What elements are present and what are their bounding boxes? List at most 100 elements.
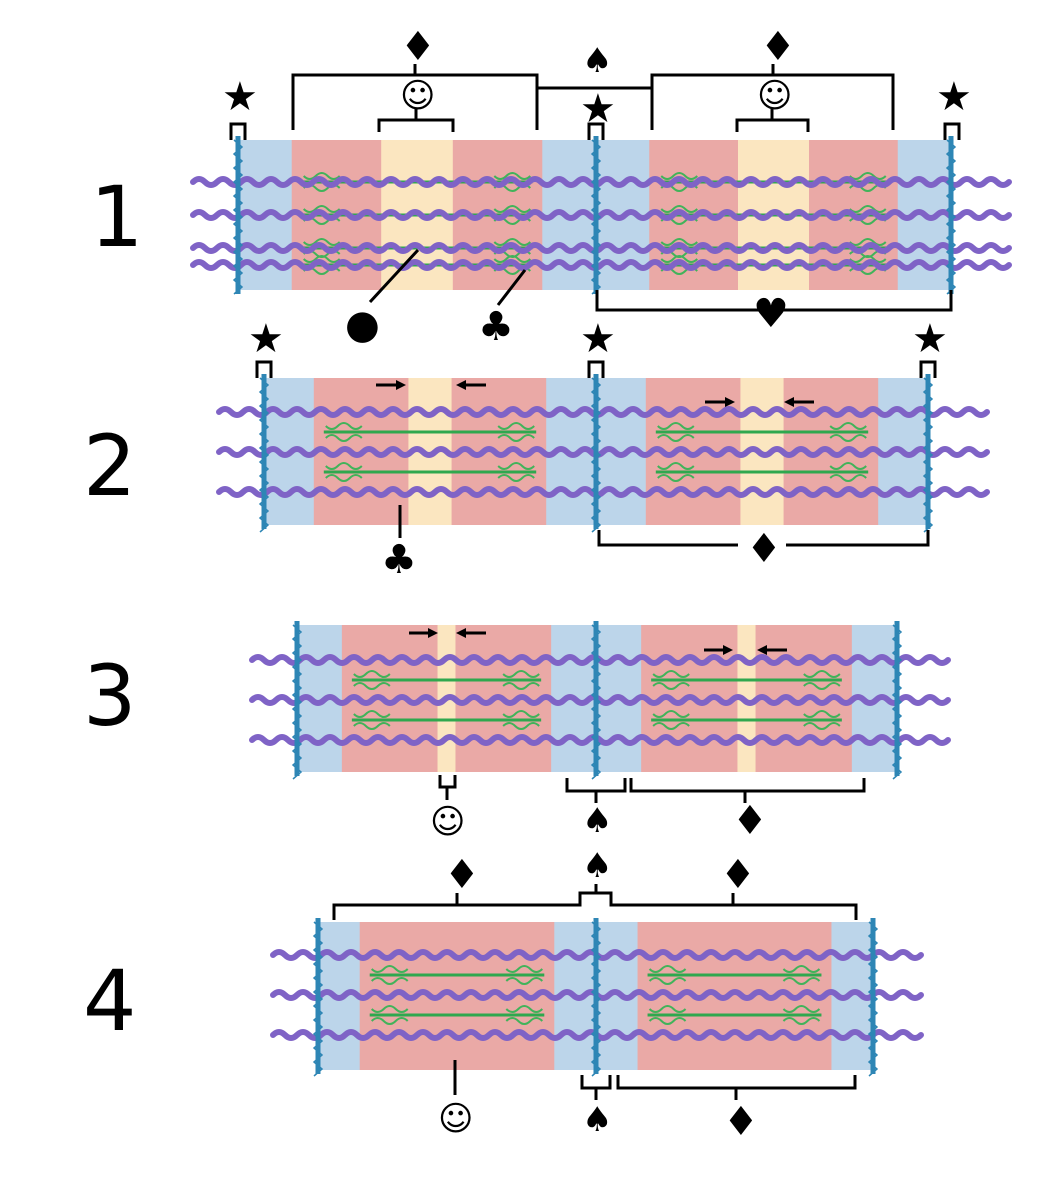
diamond-icon: ♦ [746,526,782,572]
z-disc-icon [945,139,957,295]
myosin-heads [497,422,535,442]
diamond-icon: ♦ [720,852,756,898]
smiley-icon: ☺ [400,76,435,116]
actin-filament [190,176,1012,188]
actin-filament [216,486,990,498]
row-2: 2 ★ ★ ★ ♣ ♦ [83,316,990,583]
a-band-bracket [616,1075,857,1090]
myosin-heads [652,710,690,730]
myosin-heads [657,422,695,442]
stage-number-3: 3 [83,647,136,745]
dot-pointer [368,248,420,304]
z-bracket [255,360,273,378]
sarcomere-pair-1 [190,136,1012,295]
row-4: 4 ♦ ♦ ♠ ☺ ♠ ♦ [83,846,924,1145]
myosin-heads [502,710,540,730]
myosin-heads [803,670,841,690]
smiley-icon: ☺ [757,76,792,116]
actin-filament [190,209,1012,221]
actin-filament [249,734,951,746]
z-bracket [943,122,961,140]
spade-icon: ♠ [582,41,612,81]
diamond-icon: ♦ [732,798,768,844]
h-zone-bracket [438,775,457,789]
contraction-arrow-icon [376,380,814,407]
z-bracket [587,122,605,140]
sarcomere-bracket [595,290,953,312]
z-disc-icon [312,921,324,1077]
z-disc-icon [867,921,879,1077]
label-gap [738,532,786,558]
star-icon: ★ [222,74,258,120]
z-bracket [229,122,247,140]
stage-number-4: 4 [83,952,136,1050]
myosin-heads [648,1005,687,1025]
row-1-labels: ♦ ♦ ♠ ☺ ☺ ★ ★ ★ ♥ ● ♣ [222,24,972,350]
myosin-heads [648,965,687,985]
myosin-heads [505,1005,544,1025]
myosin-heads [325,422,363,442]
smiley-icon: ☺ [430,802,465,842]
h-zone-bracket-right [735,118,810,132]
club-pointer [496,269,527,306]
z-disc-icon [891,624,903,780]
sarcomere-pair-3 [249,621,951,780]
myosin-heads [497,462,535,482]
diamond-icon: ♦ [760,24,796,70]
i-band-bracket [565,778,627,793]
dot-icon: ● [345,302,380,348]
myosin-heads [803,710,841,730]
z-disc-icon [258,377,270,533]
diamond-icon: ♦ [400,24,436,70]
star-icon: ★ [580,316,616,362]
myosin-heads [353,670,391,690]
stage-number-2: 2 [83,417,136,515]
row-1: 1 ♦ ♦ ♠ ☺ ☺ ★ ★ ★ ♥ ● ♣ [90,24,1012,350]
row-4-labels: ♦ ♦ ♠ ☺ ♠ ♦ [332,846,858,1145]
actin-filament [190,259,1012,271]
h-zone-bracket-left [377,118,455,132]
row-3: 3 ☺ ♠ ♦ [83,621,951,844]
myosin-heads [325,462,363,482]
z-bracket [587,360,605,378]
club-icon: ♣ [478,304,514,350]
club-icon: ♣ [381,537,417,583]
heart-icon: ♥ [753,291,789,337]
diamond-pointers [413,64,775,75]
actin-filament [249,694,951,706]
z-disc-icon [232,139,244,295]
star-icon: ★ [580,86,616,132]
actin-filament [190,242,1012,254]
z-disc-icon [590,377,602,533]
star-icon: ★ [912,316,948,362]
myosin-heads [782,1005,821,1025]
z-bracket [919,360,937,378]
star-icon: ★ [936,74,972,120]
myosin-heads [829,422,867,442]
z-disc-icon [922,377,934,533]
myosin-heads [657,462,695,482]
i-band-bracket [580,1075,612,1090]
z-disc-icon [590,624,602,780]
spade-icon: ♠ [582,846,612,886]
a-band-bracket [629,778,866,793]
diamond-icon: ♦ [444,852,480,898]
smiley-pointers [414,108,774,120]
stage-number-1: 1 [90,168,143,266]
myosin-heads [782,965,821,985]
star-icon: ★ [248,316,284,362]
myosin-heads [652,670,690,690]
sarcomere-pair-4 [270,918,924,1077]
myosin-heads [829,462,867,482]
actin-filament [216,446,990,458]
myosin-heads [502,670,540,690]
diamond-icon: ♦ [723,1099,759,1145]
myosin-heads [370,1005,409,1025]
smiley-icon: ☺ [438,1099,473,1139]
spade-icon: ♠ [582,1100,612,1140]
row-2-labels: ★ ★ ★ ♣ ♦ [248,316,948,583]
contraction-arrow-icon [409,628,787,655]
actin-filament [216,406,990,418]
z-disc-icon [291,624,303,780]
